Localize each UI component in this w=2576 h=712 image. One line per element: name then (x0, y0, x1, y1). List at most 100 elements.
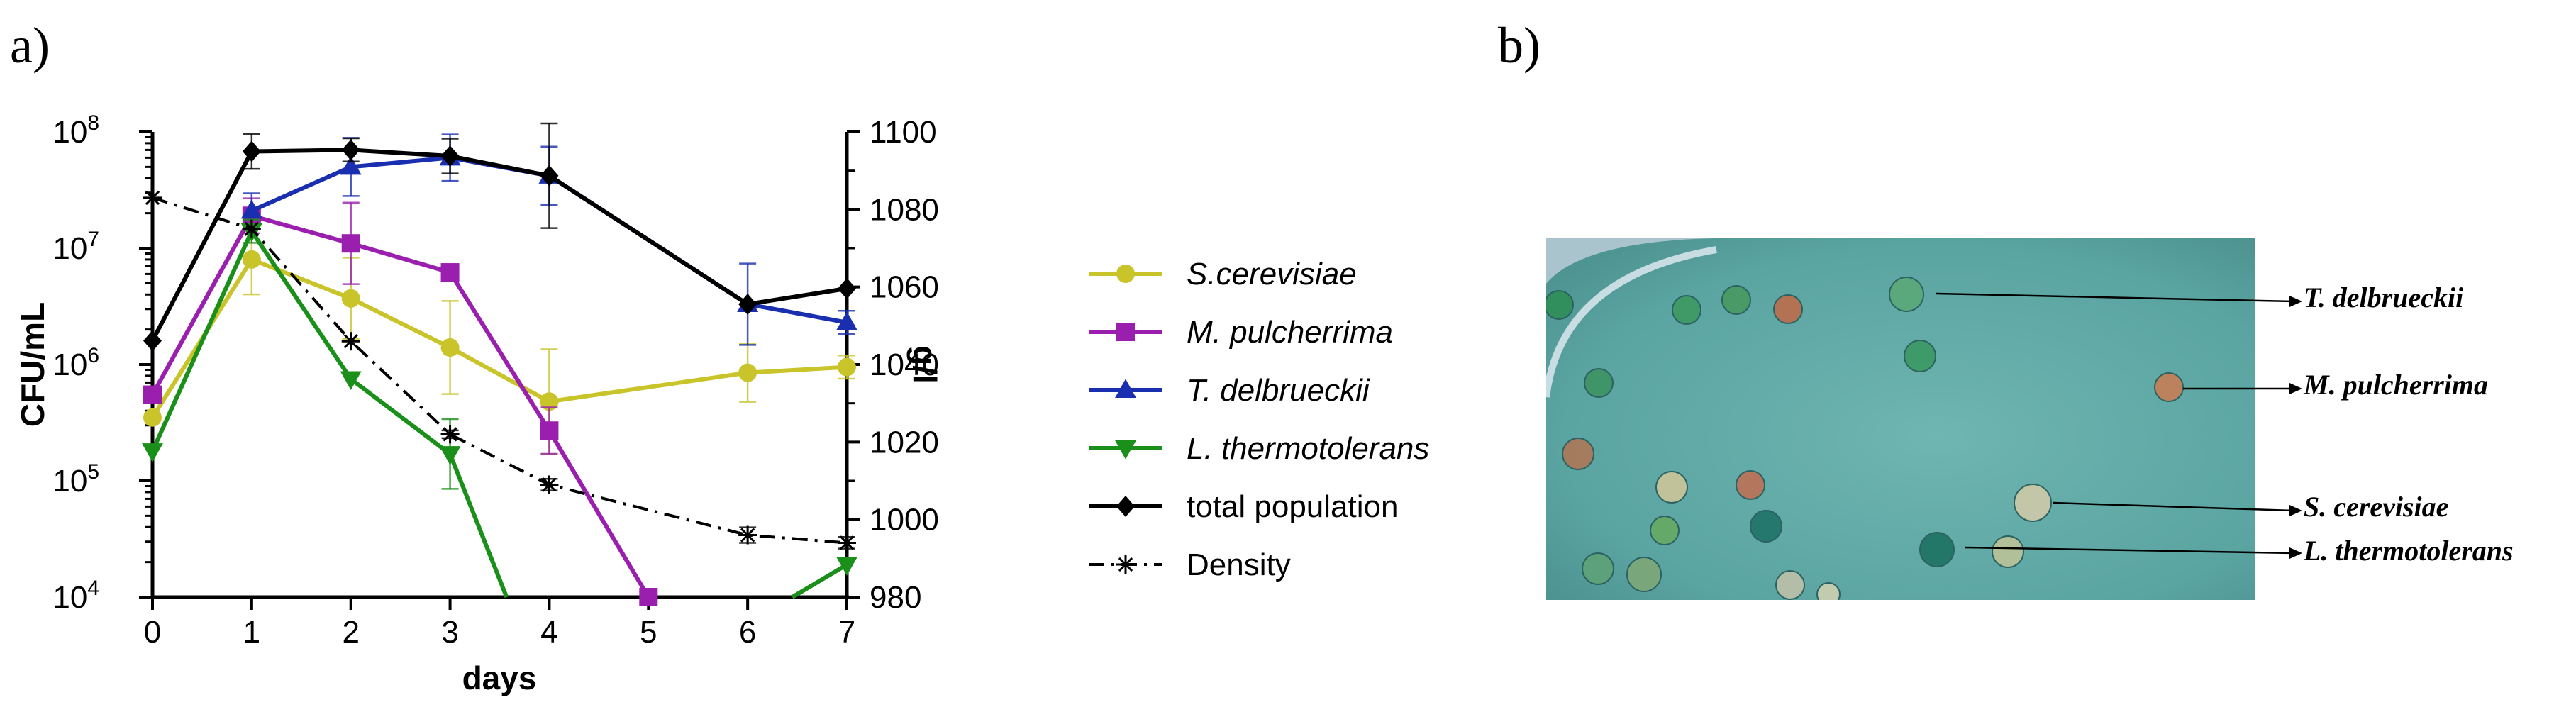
data-point (738, 294, 757, 315)
data-point (738, 363, 757, 382)
data-point (440, 263, 460, 282)
colony (2014, 484, 2052, 522)
legend-item: Density (1089, 547, 1291, 582)
y-tick-label: 108 (52, 111, 99, 150)
y2-tick-label: 980 (870, 580, 921, 615)
plate-annotations: T. delbrueckii M. pulcherrima S. cerevisia… (1936, 282, 2514, 567)
series-m-pulcherrima (143, 197, 658, 606)
data-point (340, 155, 362, 175)
colony (1582, 552, 1614, 585)
x-tick-label: 1 (243, 615, 260, 650)
data-point (242, 140, 261, 162)
colony (1775, 570, 1805, 600)
data-point (242, 250, 261, 269)
data-point (143, 330, 162, 352)
y2-axis-title: g/l (906, 345, 943, 384)
data-point (341, 234, 360, 253)
series-total-population (143, 122, 856, 352)
series-l-thermotolerans (142, 218, 857, 599)
legend-label: total population (1187, 489, 1398, 524)
data-point (540, 421, 559, 440)
data-point (143, 408, 162, 427)
legend-item: M. pulcherrima (1089, 315, 1393, 350)
data-point (836, 557, 857, 576)
colony (1750, 510, 1782, 543)
series-line (150, 148, 848, 342)
legend-label: Density (1187, 547, 1291, 582)
arrow-head (2289, 296, 2302, 307)
colony (1721, 285, 1751, 315)
series-line (150, 213, 650, 599)
colony (2154, 372, 2184, 402)
data-point (143, 188, 162, 207)
plate-label: S. cerevisiae (2304, 491, 2448, 523)
x-tick-label: 4 (540, 615, 557, 650)
y2-tick-label: 1100 (870, 115, 937, 150)
data-point (639, 588, 658, 606)
arrow-head (2289, 383, 2302, 394)
annotation-arrow (1964, 546, 2294, 555)
legend-item: T. delbrueckii (1089, 373, 1370, 408)
data-point (838, 277, 856, 299)
series-line (150, 257, 848, 419)
arrow-head (2289, 505, 2302, 516)
plate-label: T. delbrueckii (2304, 282, 2463, 313)
y2-tick-label: 1020 (870, 425, 939, 460)
series-density (143, 188, 856, 552)
data-point (1116, 265, 1135, 283)
legend-item: S.cerevisiae (1089, 257, 1357, 291)
data-point (142, 443, 163, 462)
petri-dish-photo (1546, 238, 2255, 600)
colony (1736, 470, 1765, 500)
x-tick-label: 7 (838, 615, 855, 650)
data-point (838, 533, 856, 552)
y-tick-label: 104 (52, 577, 99, 615)
data-point (440, 425, 460, 444)
y2-tick-label: 1040 (870, 347, 939, 382)
y-tick-label: 107 (52, 228, 99, 266)
x-tick-label: 2 (342, 615, 359, 650)
annotation-arrow (1936, 292, 2294, 303)
series-s-cerevisiae (143, 223, 856, 455)
y2-tick-label: 1080 (870, 192, 939, 227)
colony (1626, 557, 1662, 592)
arrow-head (2289, 547, 2302, 559)
annotation-arrow (2053, 501, 2294, 512)
y2-tick-label: 1060 (870, 270, 939, 305)
colony (1816, 582, 1841, 600)
data-point (1116, 555, 1135, 574)
plate-label: L. thermotolerans (2303, 535, 2514, 567)
series-layer (142, 122, 857, 606)
colony (1889, 277, 1924, 312)
plate-annotation: S. cerevisiae (2053, 491, 2448, 523)
series-line (791, 562, 848, 599)
data-point (340, 371, 362, 391)
data-point (540, 475, 559, 494)
colony (1650, 516, 1680, 545)
colony (1919, 532, 1955, 567)
legend-label: T. delbrueckii (1187, 373, 1370, 408)
data-point (838, 357, 856, 377)
y-axis-title: CFU/mL (14, 302, 51, 427)
data-point (240, 199, 262, 219)
data-point (440, 338, 460, 357)
y-tick-label: 106 (52, 344, 99, 382)
chart-legend: S.cerevisiae M. pulcherrima T. delbrueckii… (1089, 257, 1429, 582)
data-point (540, 392, 559, 411)
panel-label-a: a) (10, 17, 50, 74)
series-line (150, 229, 509, 599)
legend-label: M. pulcherrima (1187, 315, 1393, 350)
legend-item: L. thermotolerans (1089, 431, 1429, 466)
y2-tick-label: 1000 (870, 503, 939, 538)
colonies (1546, 277, 2184, 600)
data-point (836, 311, 857, 330)
plate-rim (1546, 238, 1716, 284)
plate-annotation: M. pulcherrima (2183, 369, 2488, 401)
plate-annotation: T. delbrueckii (1936, 282, 2463, 313)
data-point (738, 525, 757, 545)
